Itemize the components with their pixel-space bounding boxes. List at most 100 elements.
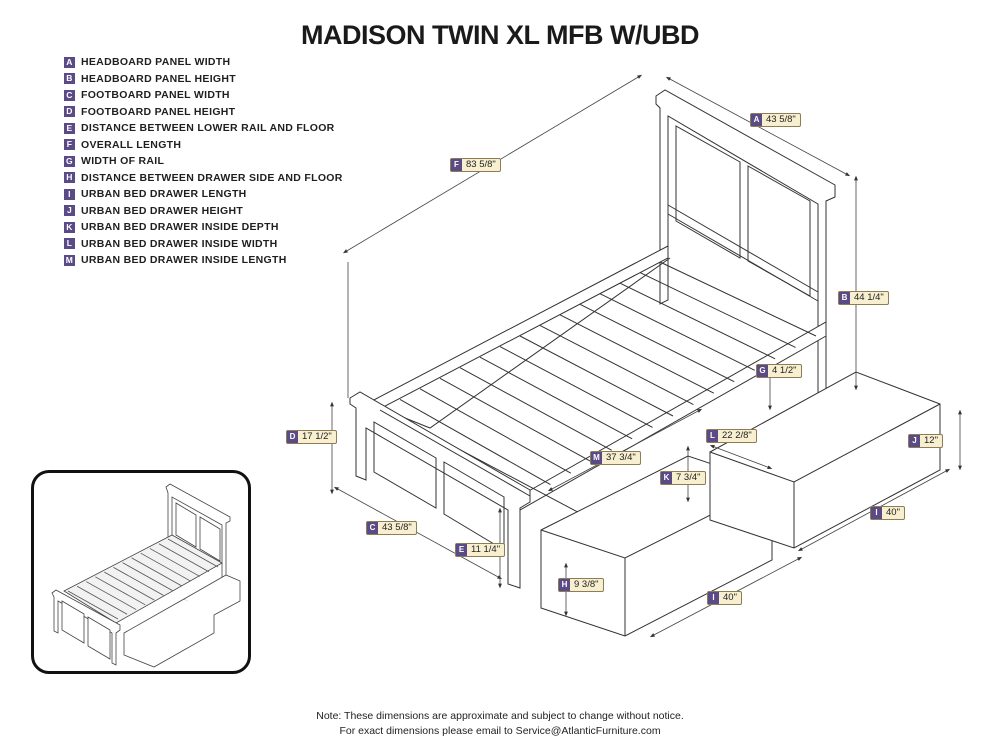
dim-badge: G (757, 365, 768, 377)
legend-text: URBAN BED DRAWER LENGTH (81, 188, 247, 201)
dim-value: 43 5/8" (766, 114, 796, 125)
legend-text: URBAN BED DRAWER INSIDE LENGTH (81, 254, 287, 267)
dim-value: 83 5/8" (466, 159, 496, 170)
footer-note: Note: These dimensions are approximate a… (0, 709, 1000, 739)
legend-item: F OVERALL LENGTH (64, 137, 343, 154)
dim-value: 40" (886, 507, 900, 518)
bed-slat (619, 282, 776, 360)
inset-slat (140, 552, 191, 582)
bed-slat (519, 335, 674, 417)
legend-text: DISTANCE BETWEEN LOWER RAIL AND FLOOR (81, 122, 335, 135)
bed-frame-drawing (349, 89, 941, 637)
legend-text: HEADBOARD PANEL HEIGHT (81, 72, 236, 85)
legend-item: A HEADBOARD PANEL WIDTH (64, 54, 343, 71)
legend-text: FOOTBOARD PANEL HEIGHT (81, 105, 236, 118)
footboard-shape (349, 391, 531, 589)
note-line-1: Note: These dimensions are approximate a… (316, 710, 684, 722)
dim-value: 22 2/8" (722, 430, 752, 441)
dim-value: 17 1/2" (302, 431, 332, 442)
bed-slat (579, 303, 735, 383)
note-line-2: For exact dimensions please email to Ser… (339, 725, 661, 737)
inset-slat (113, 567, 164, 596)
page-title: MADISON TWIN XL MFB W/UBD (301, 20, 699, 50)
legend-text: WIDTH OF RAIL (81, 155, 165, 168)
inset-slat (167, 538, 219, 568)
bed-slat (419, 388, 572, 474)
dim-value: 37 3/4" (606, 452, 636, 463)
bed-slat (439, 377, 592, 463)
legend-badge: L (64, 238, 75, 250)
dim-badge: I (708, 592, 719, 604)
legend-text: OVERALL LENGTH (81, 138, 182, 151)
bed-slat (599, 293, 755, 371)
dim-value: 4 1/2" (772, 365, 797, 376)
dim-value: 7 3/4" (676, 472, 701, 483)
bed-slat (459, 367, 612, 451)
side-rail-far (369, 245, 669, 415)
dim-value: 44 1/4" (854, 292, 884, 303)
bed-slat (559, 314, 715, 394)
bed-slat (639, 272, 796, 348)
legend-badge: D (64, 106, 75, 118)
bed-slat (479, 356, 633, 440)
inset-slat (85, 581, 137, 610)
inset-slat (104, 571, 155, 601)
legend-item: L URBAN BED DRAWER INSIDE WIDTH (64, 236, 343, 253)
dim-line-m (547, 408, 703, 492)
bed-slat (399, 398, 551, 486)
legend-text: HEADBOARD PANEL WIDTH (81, 56, 231, 69)
legend-item: E DISTANCE BETWEEN LOWER RAIL AND FLOOR (64, 120, 343, 137)
legend-text: URBAN BED DRAWER INSIDE DEPTH (81, 221, 279, 234)
dim-badge: I (871, 507, 882, 519)
dim-badge: D (287, 431, 298, 443)
legend-text: FOOTBOARD PANEL WIDTH (81, 89, 230, 102)
dim-badge: C (367, 522, 378, 534)
dim-line-c (333, 486, 503, 580)
dim-label-h: H 9 3/8" (558, 578, 604, 592)
legend-badge: A (64, 56, 75, 68)
dim-value: 40" (723, 592, 737, 603)
inset-slat (122, 562, 173, 591)
legend-badge: E (64, 122, 75, 134)
dim-badge: M (591, 452, 602, 464)
dim-badge: J (909, 435, 920, 447)
legend-text: URBAN BED DRAWER INSIDE WIDTH (81, 237, 278, 250)
bed-slat (379, 409, 531, 497)
legend-text: URBAN BED DRAWER HEIGHT (81, 204, 244, 217)
legend-item: M URBAN BED DRAWER INSIDE LENGTH (64, 252, 343, 269)
bed-slat (659, 261, 817, 337)
inset-slat (76, 585, 128, 615)
headboard-rail (667, 204, 819, 302)
legend-badge: F (64, 139, 75, 151)
legend-text: DISTANCE BETWEEN DRAWER SIDE AND FLOOR (81, 171, 343, 184)
inset-thumbnail (31, 470, 251, 674)
inset-slat (158, 543, 210, 573)
inset-slat (149, 548, 201, 577)
dim-label-i2: I 40" (870, 506, 905, 520)
legend-badge: H (64, 172, 75, 184)
dim-label-i1: I 40" (707, 591, 742, 605)
inset-slat-lines (67, 538, 219, 620)
dim-label-d: D 17 1/2" (286, 430, 337, 444)
legend-item: D FOOTBOARD PANEL HEIGHT (64, 104, 343, 121)
headboard-shape (655, 89, 836, 399)
dim-badge: H (559, 579, 570, 591)
inset-slat (95, 576, 146, 606)
inset-slat (67, 590, 119, 620)
dim-value: 12" (924, 435, 938, 446)
drawer-2-shape (709, 371, 941, 549)
dim-value: 9 3/8" (574, 579, 599, 590)
legend-badge: M (64, 254, 75, 266)
dim-label-j: J 12" (908, 434, 943, 448)
